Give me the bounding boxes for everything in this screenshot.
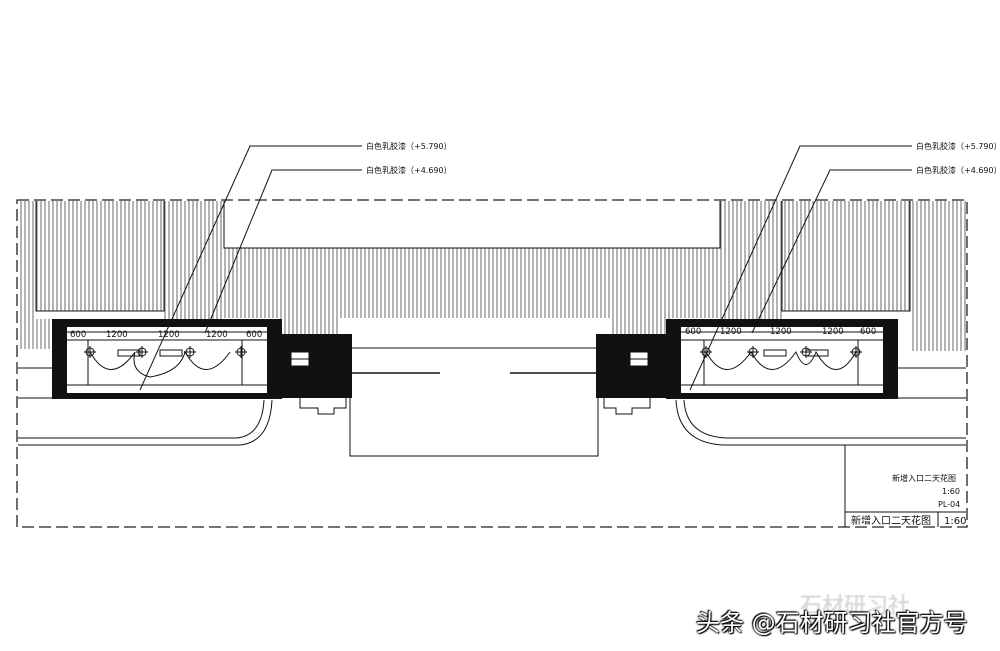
dim-label: 1200	[822, 327, 844, 337]
left-column	[282, 334, 352, 415]
dim-label: 250	[58, 383, 66, 396]
title-bar-name: 新增入口二天花图	[851, 514, 931, 527]
outer-dashed-frame	[16, 199, 968, 528]
dim-label: 1200	[770, 327, 792, 337]
drawing-code: PL-04	[938, 500, 960, 509]
dim-label: 600	[70, 330, 86, 340]
left-top-dimensions: 600 1200 1200 1200 600	[70, 330, 262, 340]
right-callout-upper: 白色乳胶漆（+5.790）	[916, 141, 1000, 151]
dim-label: 600	[860, 327, 876, 337]
dim-label: 1075	[886, 359, 894, 377]
right-column	[596, 334, 666, 415]
drawing-scale: 1:60	[942, 487, 960, 496]
dim-label: 1200	[206, 330, 228, 340]
left-light-fixtures	[84, 346, 247, 358]
title-bar-scale: 1:60	[944, 516, 966, 527]
right-callout-lower: 白色乳胶漆（+4.690）	[916, 165, 1000, 175]
right-ceiling-bay	[666, 319, 898, 399]
dim-label: 600	[685, 327, 701, 337]
dim-label: 1200	[158, 330, 180, 340]
right-light-fixtures	[700, 346, 862, 358]
dim-label: 225	[886, 331, 894, 344]
right-top-dimensions: 600 1200 1200 1200 600	[685, 327, 876, 337]
entrance-opening	[349, 347, 599, 457]
left-ceiling-bay	[52, 319, 282, 399]
watermark-text: 头条 @石材研习社官方号	[696, 609, 968, 637]
left-callout-upper: 白色乳胶漆（+5.790）	[366, 141, 452, 151]
dim-label: 1200	[720, 327, 742, 337]
title-block: 新增入口二天花图 1:60 PL-04 新增入口二天花图 1:60	[845, 473, 966, 527]
watermark-ghost-text: 石材研习社	[800, 594, 911, 619]
wall-outlines	[35, 201, 911, 312]
right-side-dimensions: 225 1075 250	[886, 331, 894, 396]
dim-label: 725	[58, 361, 66, 374]
dim-label: 250	[886, 383, 894, 396]
dim-label: 225	[58, 331, 66, 344]
left-side-dimensions: 225 725 250	[58, 331, 66, 396]
dim-label: 600	[246, 330, 262, 340]
left-callout-lower: 白色乳胶漆（+4.690）	[366, 165, 452, 175]
left-leader-lines	[139, 145, 362, 391]
ground-outlines	[18, 367, 966, 527]
right-leader-lines	[689, 145, 912, 391]
drawing-title: 新增入口二天花图	[892, 473, 956, 483]
dim-label: 1200	[106, 330, 128, 340]
